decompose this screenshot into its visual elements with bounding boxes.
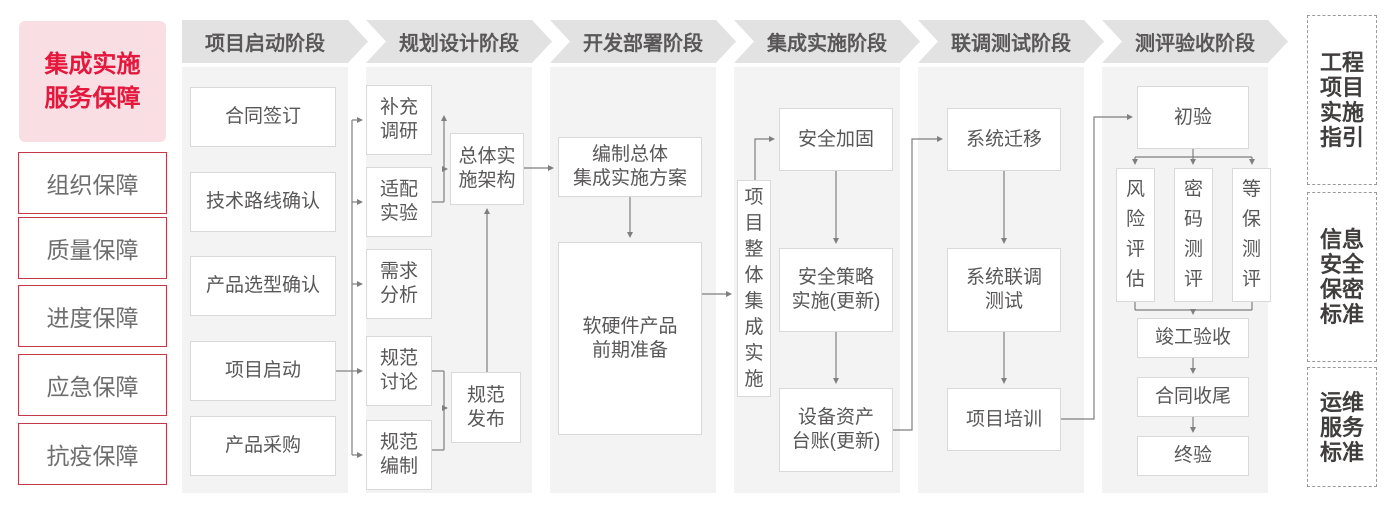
node-spec-release: 规范 发布 [451,372,521,443]
node-completion-acceptance: 竣工验收 [1137,318,1249,358]
phase-header-planning: 规划设计阶段 [366,20,552,63]
node-security-policy-impl: 安全策略 实施(更新) [779,248,893,332]
standard-om-service: 运维 服务 标准 [1307,367,1377,487]
node-overall-integration-impl: 项 目 整 体 集 成 实 施 [737,180,771,397]
connector-ledger-to-migration [893,136,943,431]
node-final-acceptance: 终验 [1137,436,1249,476]
node-product-procurement: 产品采购 [190,416,336,476]
assurance-item-organization: 组织保障 [18,152,167,214]
node-tech-route-confirm: 技术路线确认 [190,172,336,232]
assurance-item-emergency: 应急保障 [18,354,167,416]
node-project-kickoff: 项目启动 [190,341,336,401]
node-project-training: 项目培训 [947,388,1061,451]
node-adaptation-test: 适配 实验 [366,167,432,237]
phase-header-jointtest: 联调测试阶段 [918,20,1104,63]
assurance-item-quality: 质量保障 [18,217,167,279]
connector-integration-to-hardening [754,136,775,180]
node-supplementary-research: 补充 调研 [366,85,432,155]
node-spec-discussion: 规范 讨论 [366,336,432,406]
connector-spec-bracket [432,370,448,451]
node-risk-assessment: 风 险 评 估 [1116,168,1155,302]
node-hw-sw-preparation: 软硬件产品 前期准备 [558,242,702,435]
node-initial-acceptance: 初验 [1137,86,1249,149]
connector-kickoff-trunk [336,117,363,458]
node-overall-architecture: 总体实 施架构 [450,133,524,205]
connector-evaluation-merge [1134,302,1253,315]
connector-initial-split [1132,149,1255,165]
assurance-item-schedule: 进度保障 [18,285,167,347]
phase-header-kickoff: 项目启动阶段 [182,20,368,63]
assurance-item-pandemic: 抗疫保障 [18,423,167,485]
connector-training-to-initial [1061,114,1133,420]
node-crypto-evaluation: 密 码 测 评 [1174,168,1213,302]
node-requirement-analysis: 需求 分析 [366,249,432,319]
node-joint-debug-test: 系统联调 测试 [947,248,1061,332]
node-overall-integration-plan: 编制总体 集成实施方案 [558,137,702,197]
connector-adaptation-bracket [432,115,448,203]
phase-header-development: 开发部署阶段 [550,20,736,63]
node-contract-closure: 合同收尾 [1137,377,1249,417]
node-spec-drafting: 规范 编制 [366,420,432,490]
node-mlps-evaluation: 等 保 测 评 [1232,168,1271,302]
sidebar-title: 集成实施 服务保障 [19,21,166,142]
standard-project-impl-guide: 工程 项目 实施 指引 [1307,15,1377,185]
node-contract-signing: 合同签订 [190,87,336,147]
node-asset-ledger-update: 设备资产 台账(更新) [779,388,893,472]
phase-header-acceptance: 测评验收阶段 [1102,20,1288,63]
node-product-selection: 产品选型确认 [190,256,336,316]
phase-header-integration: 集成实施阶段 [734,20,920,63]
node-security-hardening: 安全加固 [779,108,893,171]
node-system-migration: 系统迁移 [947,108,1061,171]
standard-infosec-secrecy: 信息 安全 保密 标准 [1307,192,1377,362]
